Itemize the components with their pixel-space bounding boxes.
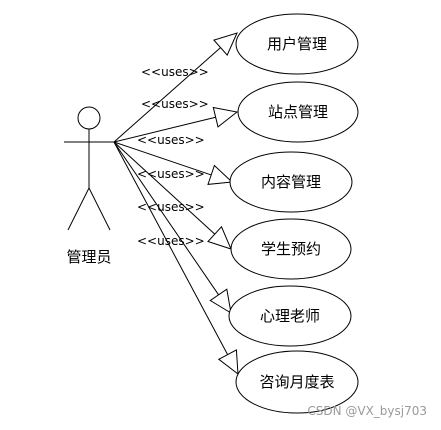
use-case-4-label: 学生预约 [261, 240, 321, 258]
use-case-1-label: 用户管理 [267, 35, 327, 53]
association-arrowhead-2 [212, 106, 239, 128]
use-case-4: 学生预约 [230, 218, 352, 280]
association-line-4 [113, 141, 216, 235]
association-arrowhead-1 [213, 32, 238, 57]
association-arrowhead-4 [207, 225, 232, 250]
use-case-6-label: 咨询月度表 [259, 373, 334, 391]
actor-left-leg [67, 187, 90, 231]
watermark: CSDN @VX_bysj703 [307, 404, 427, 418]
association-line-1 [113, 47, 221, 143]
actor-right-leg [88, 187, 111, 231]
use-case-5-label: 心理老师 [260, 307, 320, 325]
stereotype-label-5: <<uses>> [137, 200, 205, 214]
association-arrowhead-6 [217, 349, 239, 376]
association-lines [113, 32, 239, 376]
stereotype-label-2: <<uses>> [141, 97, 209, 111]
actor-head [77, 106, 101, 130]
stereotype-label-6: <<uses>> [137, 234, 205, 248]
use-case-2-ellipse [237, 81, 359, 143]
use-case-3: 内容管理 [229, 151, 353, 213]
association-arrowhead-3 [207, 164, 234, 185]
association-line-6 [113, 141, 229, 355]
stereotype-labels: <<uses>> <<uses>> <<uses>> <<uses>> <<us… [137, 65, 209, 248]
use-case-2: 站点管理 [237, 81, 359, 143]
stereotype-label-3: <<uses>> [137, 133, 205, 147]
use-case-6-ellipse [235, 350, 359, 414]
use-case-2-label: 站点管理 [268, 103, 328, 121]
use-case-3-ellipse [229, 151, 353, 213]
use-case-6: 咨询月度表 [235, 350, 359, 414]
association-line-3 [113, 141, 212, 176]
actor-label: 管理员 [66, 248, 111, 266]
association-arrowhead-5 [209, 288, 232, 314]
stereotype-label-4: <<uses>> [137, 167, 205, 181]
stereotype-label-1: <<uses>> [141, 65, 209, 79]
use-case-1-ellipse [235, 13, 359, 75]
association-line-5 [113, 141, 219, 296]
use-case-3-label: 内容管理 [261, 173, 321, 191]
use-case-5: 心理老师 [228, 285, 352, 347]
actor-stick-figure [64, 106, 114, 231]
use-case-1: 用户管理 [235, 13, 359, 75]
association-line-2 [113, 116, 216, 143]
use-case-4-ellipse [230, 218, 352, 280]
use-case-5-ellipse [228, 285, 352, 347]
